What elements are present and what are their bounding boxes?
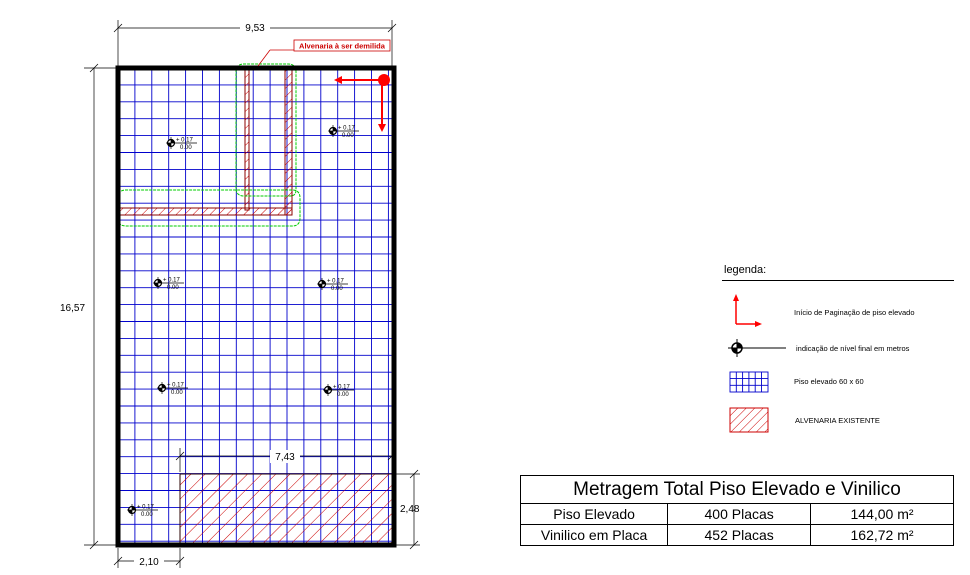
legend-icons xyxy=(728,294,786,433)
level-bottom-label: 0.00 xyxy=(342,133,354,139)
masonry-hatch-icon xyxy=(729,407,769,433)
dimension-right: 2,48 xyxy=(400,504,420,515)
level-marker-icon xyxy=(728,339,786,357)
demolish-callout: Alvenaria à ser demilida xyxy=(257,39,391,67)
level-bottom-label: 0.00 xyxy=(180,145,192,151)
row-qty: 400 Placas xyxy=(667,503,812,525)
demolish-label: Alvenaria à ser demilida xyxy=(299,42,386,51)
level-marker: + 0.170.00 xyxy=(328,125,359,139)
dimension-inner: 7,43 xyxy=(275,452,295,463)
totals-table: Metragem Total Piso Elevado e Vinilico P… xyxy=(519,475,954,546)
row-name: Vinilico em Placa xyxy=(519,524,669,546)
level-top-label: + 0.17 xyxy=(176,138,194,144)
level-top-label: + 0.17 xyxy=(137,505,155,511)
level-marker: + 0.170.00 xyxy=(166,137,197,151)
dimension-lines xyxy=(84,20,420,568)
dimension-top: 9,53 xyxy=(245,23,265,34)
paging-start-arrow-icon xyxy=(733,294,762,327)
legend-label-masonry: ALVENARIA EXISTENTE xyxy=(795,416,880,425)
dimension-labels: 9,53 16,57 7,43 2,48 2,10 xyxy=(60,21,420,568)
level-top-label: + 0.17 xyxy=(327,279,345,285)
level-top-label: + 0.17 xyxy=(163,278,181,284)
level-marker: + 0.170.00 xyxy=(127,504,158,518)
level-top-label: + 0.17 xyxy=(333,385,351,391)
row-qty: 452 Placas xyxy=(667,524,812,546)
revision-cloud xyxy=(117,63,301,227)
level-bottom-label: 0.00 xyxy=(141,512,153,518)
level-markers: + 0.170.00+ 0.170.00+ 0.170.00+ 0.170.00… xyxy=(127,125,359,518)
level-bottom-label: 0.00 xyxy=(171,390,183,396)
level-top-label: + 0.17 xyxy=(338,126,356,132)
level-marker: + 0.170.00 xyxy=(153,277,184,291)
legend-title: legenda: xyxy=(724,264,767,276)
dimension-bottom: 2,10 xyxy=(139,557,159,568)
level-bottom-label: 0.00 xyxy=(167,285,179,291)
level-bottom-label: 0.00 xyxy=(337,392,349,398)
raised-floor-grid xyxy=(118,68,394,545)
level-marker: + 0.170.00 xyxy=(157,382,188,396)
row-area: 162,72 m² xyxy=(810,524,954,546)
legend-label-level: indicação de nível final em metros xyxy=(796,344,910,353)
level-marker: + 0.170.00 xyxy=(323,384,354,398)
raised-floor-grid-icon xyxy=(729,371,769,393)
totals-title: Metragem Total Piso Elevado e Vinilico xyxy=(520,475,954,504)
dimension-left: 16,57 xyxy=(60,303,85,314)
level-bottom-label: 0.00 xyxy=(331,286,343,292)
table-row: Vinilico em Placa 452 Placas 162,72 m² xyxy=(519,524,954,546)
level-top-label: + 0.17 xyxy=(167,383,185,389)
legend-label-raised-floor: Piso elevado 60 x 60 xyxy=(794,377,864,386)
table-row: Piso Elevado 400 Placas 144,00 m² xyxy=(519,503,954,525)
demolish-walls xyxy=(119,69,293,216)
legend-label-paging-start: Início de Paginação de piso elevado xyxy=(794,308,915,317)
row-name: Piso Elevado xyxy=(519,503,669,525)
existing-masonry-bottom xyxy=(179,473,393,545)
level-marker: + 0.170.00 xyxy=(317,278,348,292)
legend-divider xyxy=(722,280,954,281)
row-area: 144,00 m² xyxy=(810,503,954,525)
paging-start-marker xyxy=(334,74,390,132)
outer-walls xyxy=(115,65,397,548)
